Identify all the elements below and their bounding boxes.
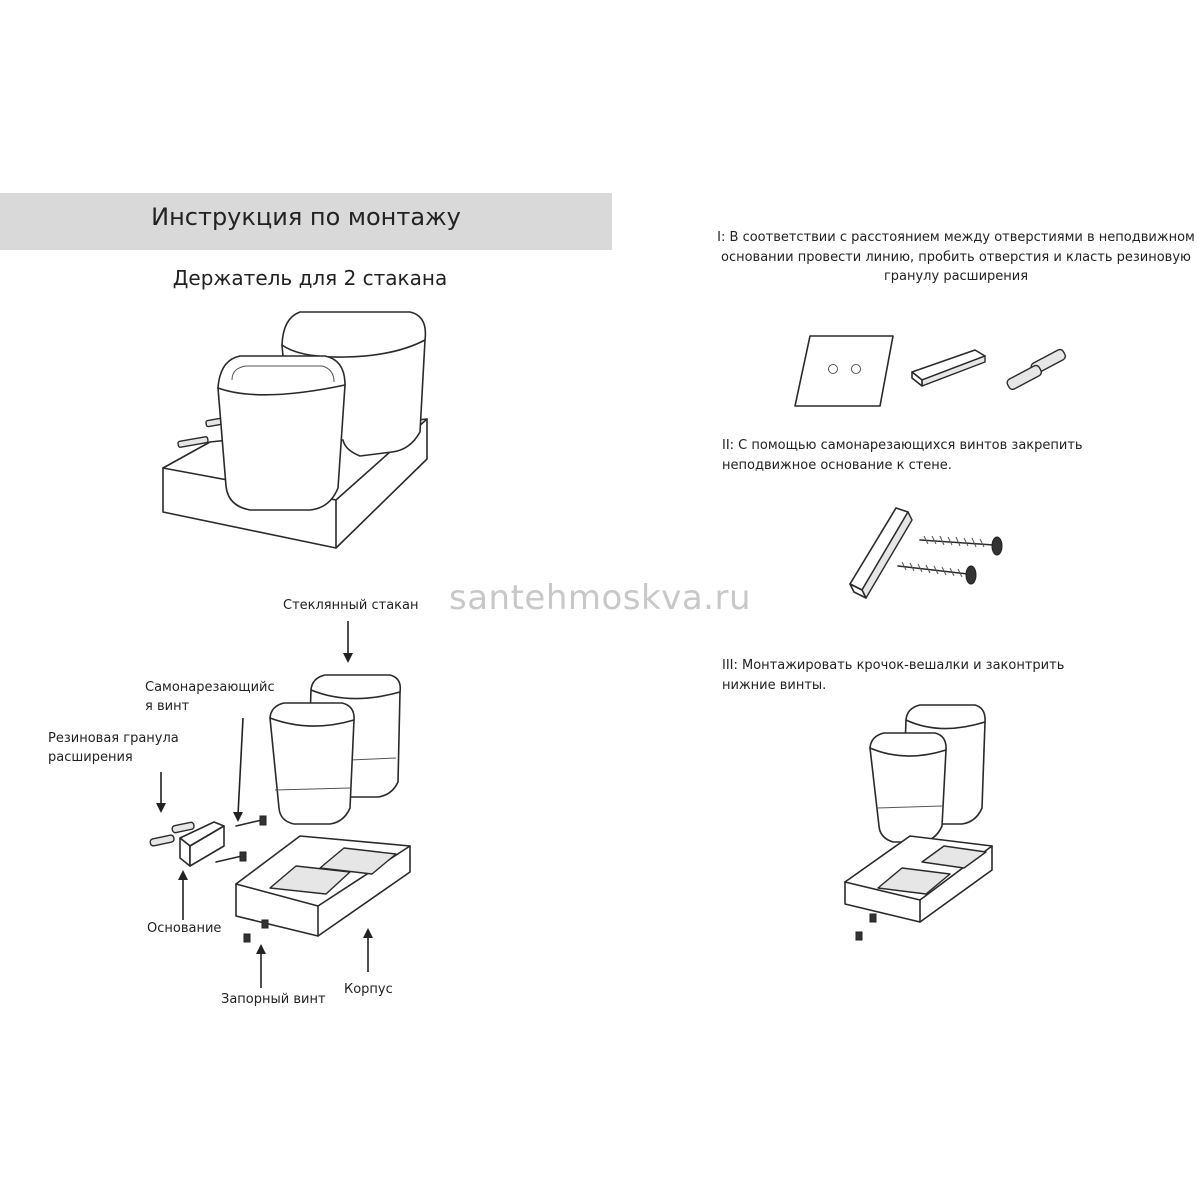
document-title: Инструкция по монтажу: [151, 203, 461, 231]
label-lock-screw: Запорный винт: [221, 992, 326, 1007]
exploded-view-illustration: [149, 674, 411, 943]
watermark: santehmoskva.ru: [448, 578, 751, 618]
screw-icon: [215, 815, 267, 863]
label-glass: Стеклянный стакан: [283, 598, 419, 613]
drill-hole-icon: [828, 364, 838, 374]
lock-screw-icon: [261, 919, 269, 929]
rubber-plug-icon: [149, 821, 195, 847]
label-base: Основание: [147, 921, 222, 936]
lock-screw-icon: [869, 913, 877, 923]
step-1-illustration: [794, 335, 1067, 407]
wall-panel-icon: [794, 335, 894, 407]
screw-icon: [897, 535, 1003, 585]
header-band: [0, 193, 612, 250]
label-arrows: [156, 621, 373, 988]
label-body: Корпус: [344, 982, 393, 997]
step-3-text: III: Монтажировать крочок-вешалки и зако…: [722, 658, 1065, 693]
step-3-illustration: [844, 704, 993, 941]
rubber-plug-icon: [1006, 348, 1067, 391]
label-self-tapping-screw: Самонарезающийс я винт: [145, 680, 275, 714]
document-subtitle: Держатель для 2 стакана: [172, 266, 448, 290]
step-2-text: II: С помощью самонарезающихся винтов за…: [722, 438, 1083, 473]
step-2-illustration: [849, 507, 1003, 599]
step-1-text: I: В соответствии с расстоянием между от…: [717, 230, 1195, 284]
label-rubber-plug: Резиновая гранула расширения: [48, 731, 179, 765]
assembled-holder-illustration: [162, 311, 428, 549]
